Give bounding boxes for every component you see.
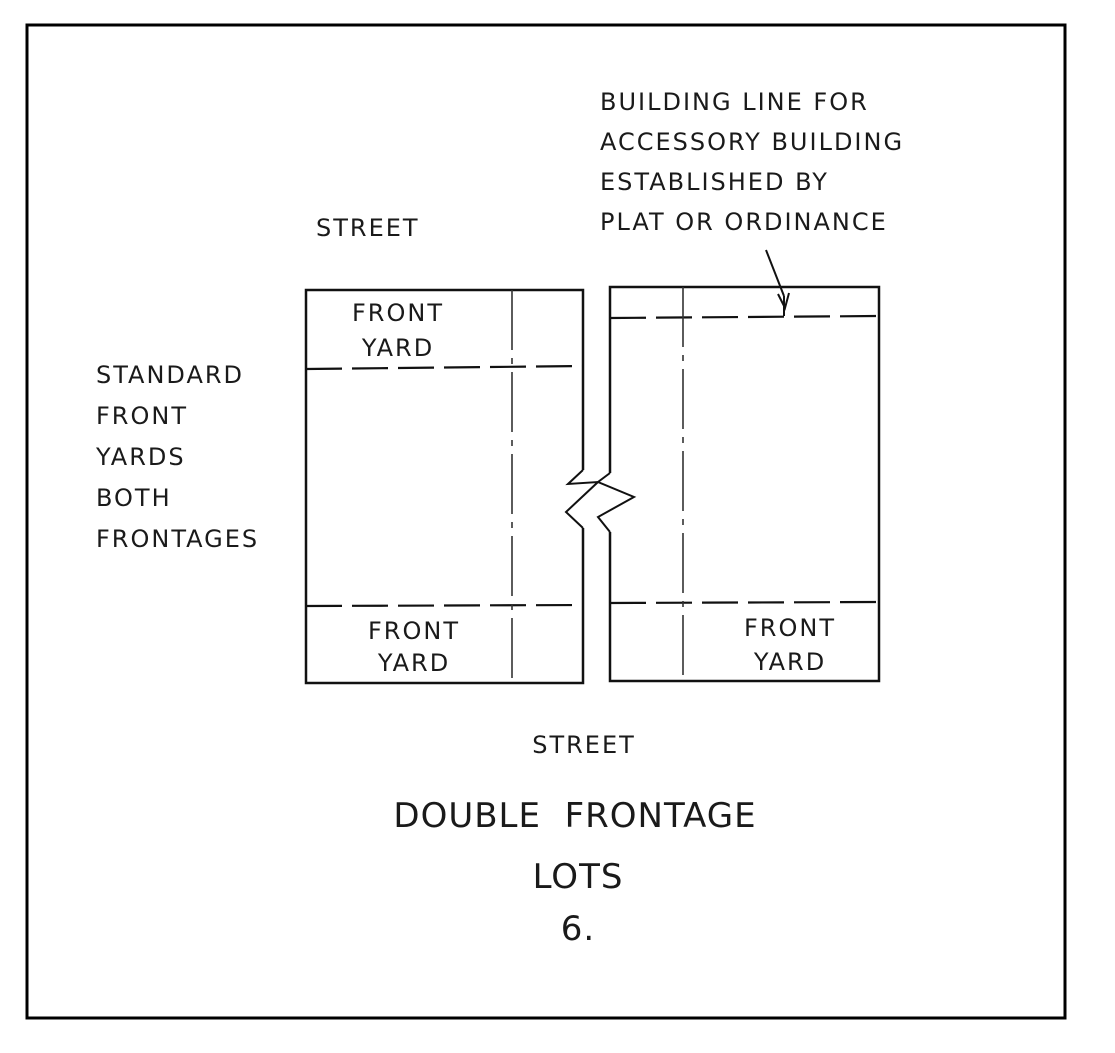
right-lot-front-setback-bottom	[609, 600, 880, 605]
standard-front-yards-label: STANDARD FRONT YARDS BOTH FRONTAGES	[95, 361, 259, 553]
side-label-line-2: FRONT	[96, 402, 188, 430]
side-label-line-1: STANDARD	[96, 361, 244, 389]
callout-line-1: BUILDING LINE FOR	[600, 88, 869, 116]
front-yard-bottom-right-line-1: FRONT	[744, 614, 836, 642]
outer-frame	[25, 23, 1067, 1020]
left-lot-front-setback-bottom	[305, 603, 584, 608]
figure-caption: DOUBLE FRONTAGE LOTS 6.	[393, 796, 756, 949]
callout-arrow-head-icon	[777, 292, 790, 311]
side-label-line-5: FRONTAGES	[96, 525, 259, 553]
front-yard-bottom-left-line-1: FRONT	[368, 617, 460, 645]
callout-leader-line	[765, 249, 785, 297]
right-lot-accessory-building-line	[609, 314, 880, 320]
front-yard-top-left-line-1: FRONT	[352, 299, 444, 327]
caption-title-line-1: DOUBLE FRONTAGE	[393, 796, 756, 836]
break-symbol-right	[596, 472, 637, 533]
front-yard-top-left-label: FRONT YARD	[352, 299, 444, 362]
break-symbol	[564, 469, 601, 529]
figure-number: 6.	[561, 909, 595, 949]
side-label-line-3: YARDS	[95, 443, 186, 471]
side-label-line-4: BOTH	[96, 484, 172, 512]
front-yard-bottom-right-line-2: YARD	[753, 648, 826, 676]
front-yard-bottom-left-label: FRONT YARD	[368, 617, 460, 677]
building-line-callout: BUILDING LINE FOR ACCESSORY BUILDING EST…	[600, 88, 904, 236]
front-yard-top-left-line-2: YARD	[361, 334, 434, 362]
front-yard-bottom-left-line-2: YARD	[377, 649, 450, 677]
front-yard-bottom-right-label: FRONT YARD	[744, 614, 836, 676]
left-lot-front-setback-top	[305, 364, 584, 371]
left-lot-outline	[304, 288, 585, 685]
street-label-bottom: STREET	[532, 731, 636, 759]
callout-line-3: ESTABLISHED BY	[600, 168, 829, 196]
callout-line-2: ACCESSORY BUILDING	[600, 128, 904, 156]
callout-line-4: PLAT OR ORDINANCE	[600, 208, 888, 236]
street-label-top: STREET	[316, 214, 420, 242]
caption-title-line-2: LOTS	[533, 857, 624, 897]
